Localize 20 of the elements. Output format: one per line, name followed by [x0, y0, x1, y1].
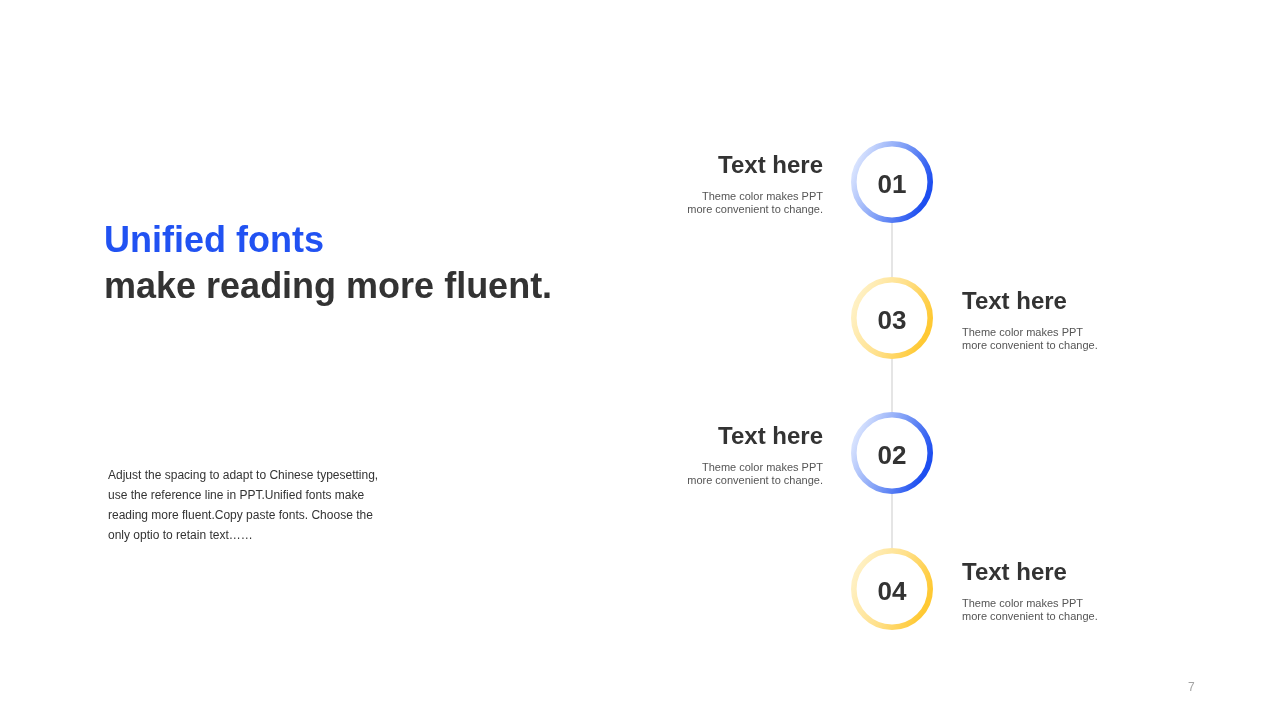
step-heading: Text here — [718, 151, 823, 179]
body-paragraph: Adjust the spacing to adapt to Chinese typesetting, use the reference line in PPT.Unified fonts make reading more fluent.Copy paste fonts. Choose the only optio to retain text…… — [108, 467, 380, 544]
slide-subtitle: make reading more fluent. — [104, 264, 553, 308]
page-number: 7 — [1188, 679, 1195, 695]
step-circle — [851, 141, 933, 223]
step-number: 01 — [877, 169, 907, 200]
step-circle — [851, 548, 933, 630]
step-number: 03 — [877, 305, 907, 336]
slide-title: Unified fonts — [104, 218, 324, 262]
step-heading: Text here — [718, 422, 823, 450]
step-number: 02 — [877, 440, 907, 471]
step-heading: Text here — [962, 287, 1067, 315]
step-number: 04 — [877, 576, 907, 607]
step-circle — [851, 412, 933, 494]
step-description: Theme color makes PPT more convenient to change. — [686, 461, 823, 487]
step-description: Theme color makes PPT more convenient to change. — [962, 597, 1099, 623]
step-heading: Text here — [962, 558, 1067, 586]
step-circle — [851, 277, 933, 359]
step-description: Theme color makes PPT more convenient to change. — [962, 326, 1099, 352]
step-description: Theme color makes PPT more convenient to change. — [686, 190, 823, 216]
